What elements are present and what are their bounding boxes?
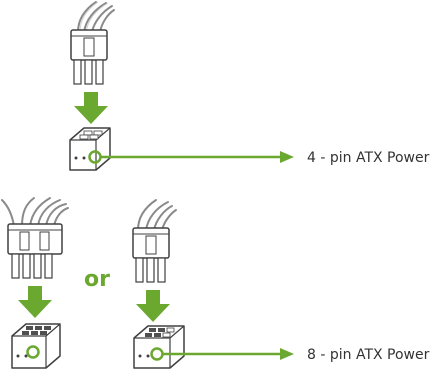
motherboard-socket-8pin-icon [133,325,185,369]
eight-pin-atx-power-label: 8 - pin ATX Power [307,347,430,363]
pin-highlight-circle-icon [88,150,102,164]
four-pin-section [69,1,294,171]
pin-highlight-circle-icon [26,345,40,359]
down-arrow-icon [18,286,52,318]
pin-highlight-circle-icon [150,347,164,361]
power-cable-8pin-icon [1,197,69,279]
down-arrow-icon [136,290,170,322]
callout-arrow-icon [163,348,294,360]
power-cable-4pin-icon [70,1,115,85]
motherboard-socket-4pin-icon [69,127,111,171]
motherboard-socket-8pin-icon [11,323,61,369]
or-separator-label: or [84,267,110,292]
four-pin-atx-power-label: 4 - pin ATX Power [307,150,430,166]
callout-arrow-icon [101,151,294,163]
down-arrow-icon [74,92,108,124]
power-cable-4pin-icon [132,199,177,283]
eight-pin-section-a [1,197,69,369]
eight-pin-section-b [132,199,294,369]
